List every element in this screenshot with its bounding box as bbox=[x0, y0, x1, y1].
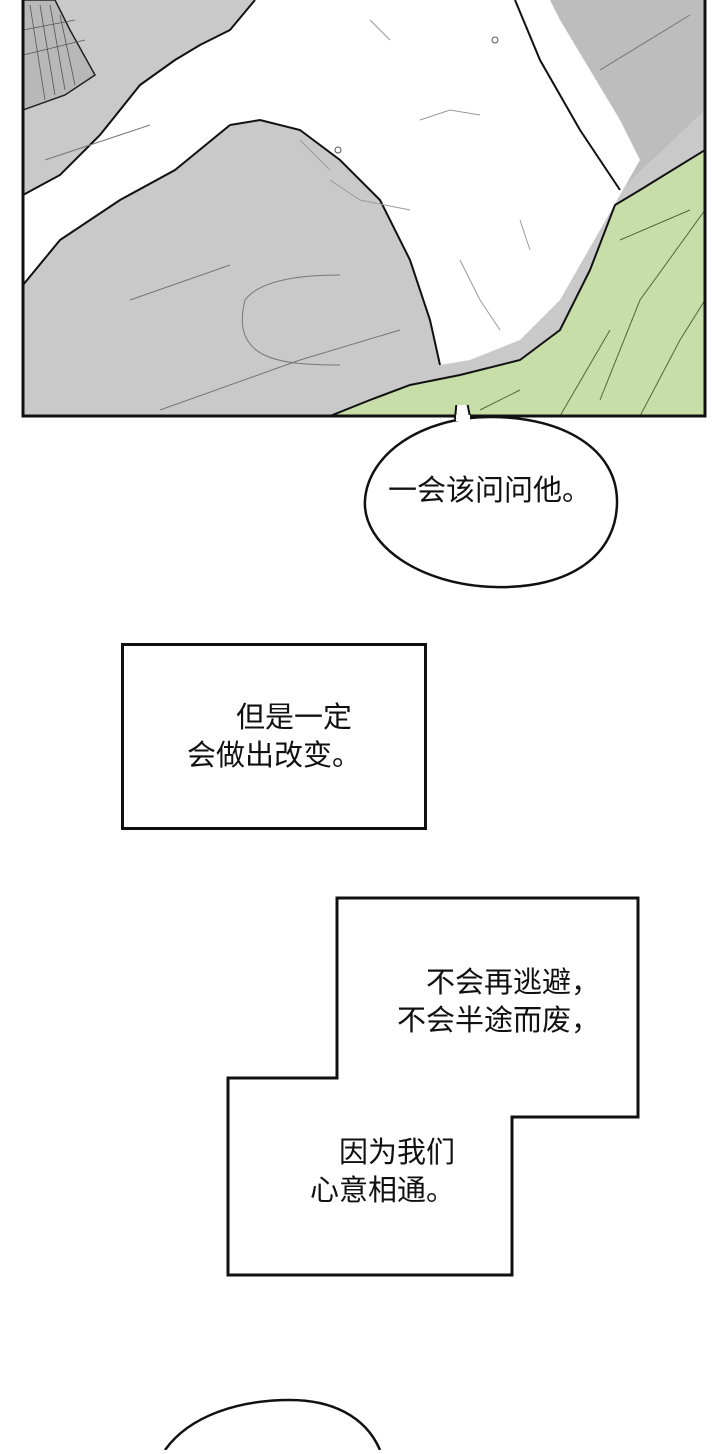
art-panel bbox=[0, 0, 720, 420]
speech-bubble-text: 一会该问问他。 bbox=[387, 473, 591, 507]
caption-upper-line-1: 不会再逃避， bbox=[425, 965, 600, 999]
speech-bubble-partial bbox=[150, 1390, 390, 1451]
speech-bubble-partial-shape bbox=[163, 1398, 382, 1451]
caption-upper-line-2: 不会半途而废， bbox=[396, 1003, 600, 1037]
caption-line-1: 但是一定 bbox=[235, 700, 352, 734]
caption-lower-line-2: 心意相通。 bbox=[309, 1173, 455, 1207]
caption-box-text: 但是一定 会做出改变。 bbox=[121, 698, 427, 774]
caption-lower-text: 因为我们 心意相通。 bbox=[285, 1133, 455, 1209]
art-panel-illustration bbox=[21, 0, 707, 418]
caption-upper-text: 不会再逃避， 不会半途而废， bbox=[380, 963, 600, 1039]
caption-box bbox=[121, 643, 427, 830]
caption-line-2: 会做出改变。 bbox=[186, 738, 361, 772]
caption-lower-line-1: 因为我们 bbox=[338, 1135, 455, 1169]
